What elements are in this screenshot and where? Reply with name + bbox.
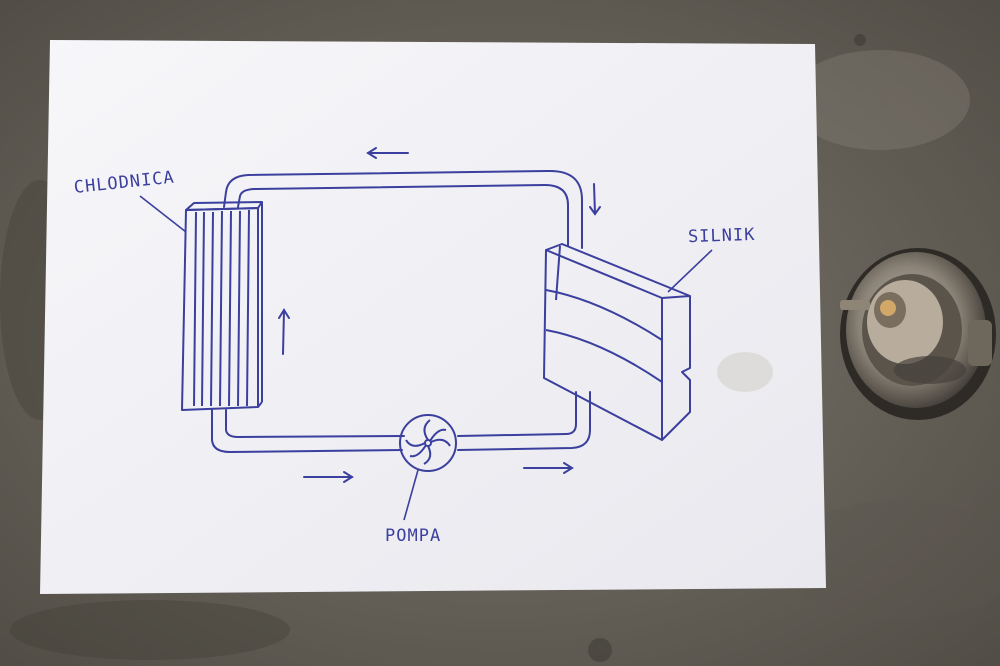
arrow-right-icon xyxy=(523,462,574,474)
arrow-left-icon xyxy=(366,147,409,159)
pump-leader-line xyxy=(403,469,419,521)
bottom-pipe-left-inner xyxy=(225,409,405,438)
radiator-drawing-icon xyxy=(181,201,263,411)
arrow-down-icon xyxy=(589,183,601,216)
engine-leader-line xyxy=(667,249,713,293)
label-silnik: SILNIK xyxy=(687,224,756,248)
top-pipe-inner xyxy=(237,184,569,247)
paper-stain xyxy=(717,352,773,392)
arrow-up-icon xyxy=(278,308,290,355)
ink-drawing xyxy=(211,169,591,453)
radiator-leader-line xyxy=(139,195,187,233)
thermostat-object xyxy=(840,248,996,420)
arrow-right-icon xyxy=(303,471,354,483)
bottom-pipe-left-outer xyxy=(211,409,403,453)
engine-block-drawing-icon xyxy=(543,243,691,441)
bottom-pipe-right-inner xyxy=(457,391,577,437)
label-pompa: POMPA xyxy=(385,526,442,546)
bottom-pipe-right-outer xyxy=(457,391,591,451)
pump-impeller-icon xyxy=(399,414,457,472)
top-pipe-outer xyxy=(223,169,583,249)
flow-arrows xyxy=(278,147,601,483)
paper-sheet xyxy=(40,40,826,594)
